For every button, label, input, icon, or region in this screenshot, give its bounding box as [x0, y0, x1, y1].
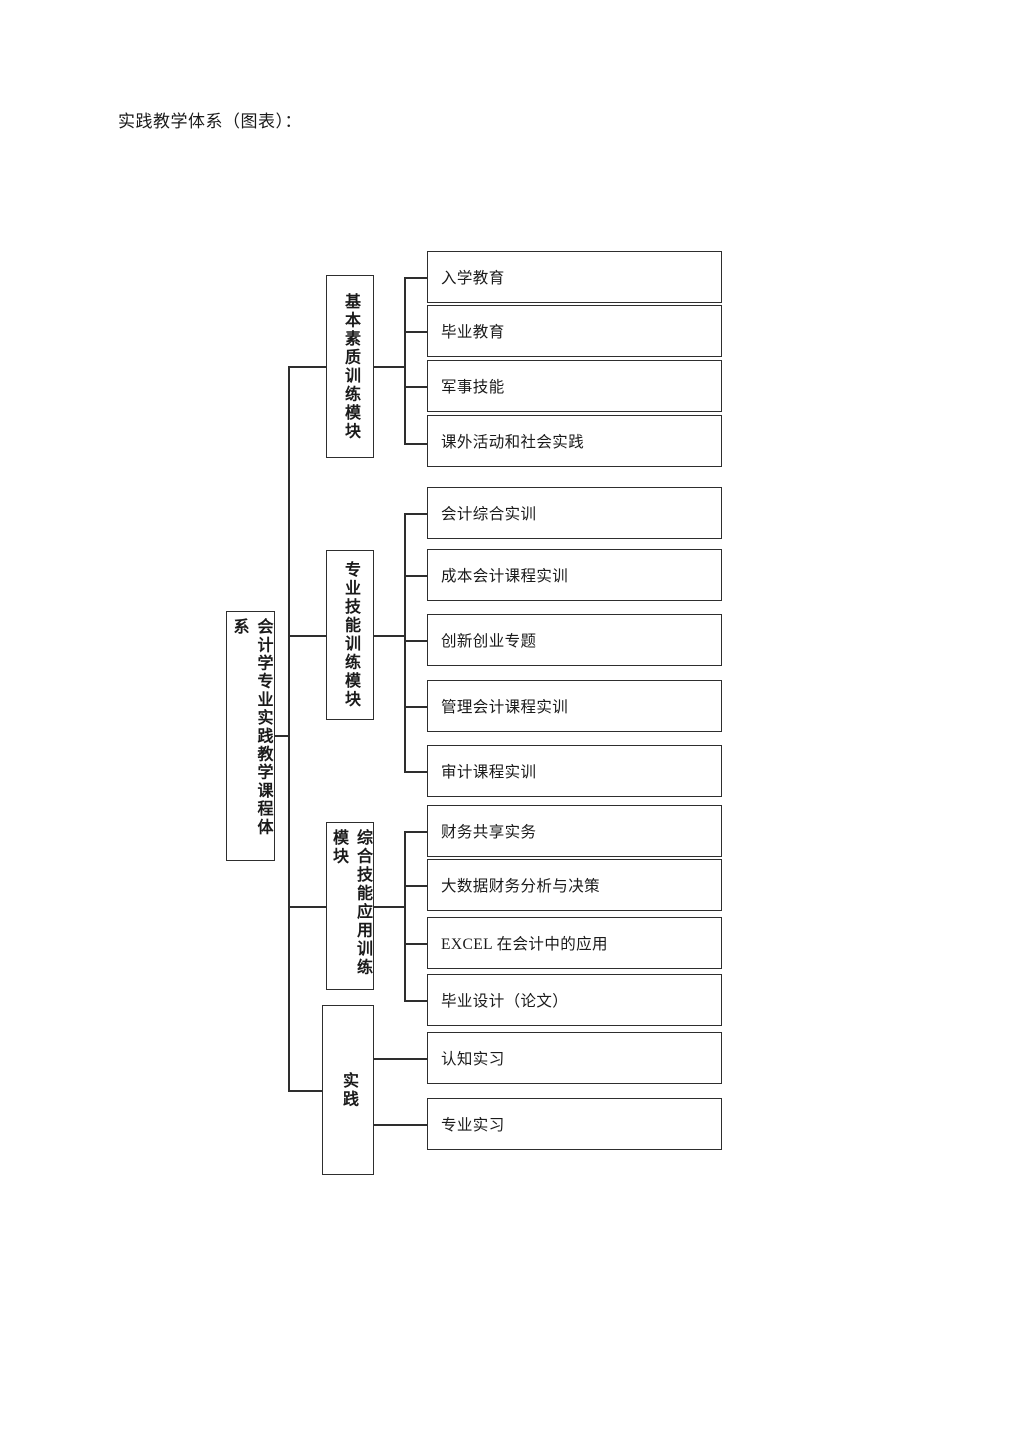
connector-module-3-trunk: [404, 831, 406, 1000]
connector-module-1-leaf-4: [404, 443, 428, 445]
leaf-node-1-2[interactable]: 毕业教育: [427, 305, 722, 357]
connector-module-1-stem: [374, 366, 405, 368]
connector-module-3-leaf-4: [404, 1000, 428, 1002]
leaf-node-3-2[interactable]: 大数据财务分析与决策: [427, 859, 722, 911]
leaf-node-1-1[interactable]: 入学教育: [427, 251, 722, 303]
connector-module-3-stem: [374, 906, 405, 908]
connector-module-3-leaf-1: [404, 831, 428, 833]
leaf-node-3-4[interactable]: 毕业设计（论文）: [427, 974, 722, 1026]
page-title: 实践教学体系（图表）：: [118, 112, 302, 131]
leaf-node-2-1[interactable]: 会计综合实训: [427, 487, 722, 539]
connector-module-4-leaf-2: [374, 1124, 428, 1126]
connector-module-4-leaf-1: [374, 1058, 428, 1060]
leaf-node-3-1[interactable]: 财务共享实务: [427, 805, 722, 857]
connector-module-1-leaf-3: [404, 386, 428, 388]
connector-module-1-leaf-2: [404, 331, 428, 333]
leaf-node-4-2[interactable]: 专业实习: [427, 1098, 722, 1150]
leaf-node-2-4[interactable]: 管理会计课程实训: [427, 680, 722, 732]
module-node-3[interactable]: 综合技能应用训练模块: [326, 822, 374, 990]
leaf-node-2-2[interactable]: 成本会计课程实训: [427, 549, 722, 601]
connector-module-1-trunk: [404, 277, 406, 443]
connector-module-1-leaf-1: [404, 277, 428, 279]
connector-module-2-leaf-5: [404, 771, 428, 773]
module-node-4[interactable]: 实践: [322, 1005, 374, 1175]
leaf-node-1-4[interactable]: 课外活动和社会实践: [427, 415, 722, 467]
leaf-node-3-3[interactable]: EXCEL 在会计中的应用: [427, 917, 722, 969]
connector-root-to-module-3: [288, 906, 327, 908]
module-node-2[interactable]: 专业技能训练模块: [326, 550, 374, 720]
connector-root-to-module-2: [288, 635, 327, 637]
connector-root-trunk: [288, 366, 290, 1091]
connector-root-to-module-1: [288, 366, 327, 368]
root-node[interactable]: 会计学专业实践教学课程体系: [226, 611, 275, 861]
connector-root-stem: [275, 735, 289, 737]
connector-module-2-stem: [374, 635, 405, 637]
connector-module-2-trunk: [404, 513, 406, 771]
leaf-node-4-1[interactable]: 认知实习: [427, 1032, 722, 1084]
connector-root-to-module-4: [288, 1090, 327, 1092]
module-node-1[interactable]: 基本素质训练模块: [326, 275, 374, 458]
connector-module-3-leaf-3: [404, 943, 428, 945]
connector-module-2-leaf-1: [404, 513, 428, 515]
leaf-node-1-3[interactable]: 军事技能: [427, 360, 722, 412]
connector-module-2-leaf-2: [404, 575, 428, 577]
leaf-node-2-5[interactable]: 审计课程实训: [427, 745, 722, 797]
leaf-node-2-3[interactable]: 创新创业专题: [427, 614, 722, 666]
connector-module-2-leaf-3: [404, 640, 428, 642]
connector-module-2-leaf-4: [404, 706, 428, 708]
connector-module-3-leaf-2: [404, 885, 428, 887]
